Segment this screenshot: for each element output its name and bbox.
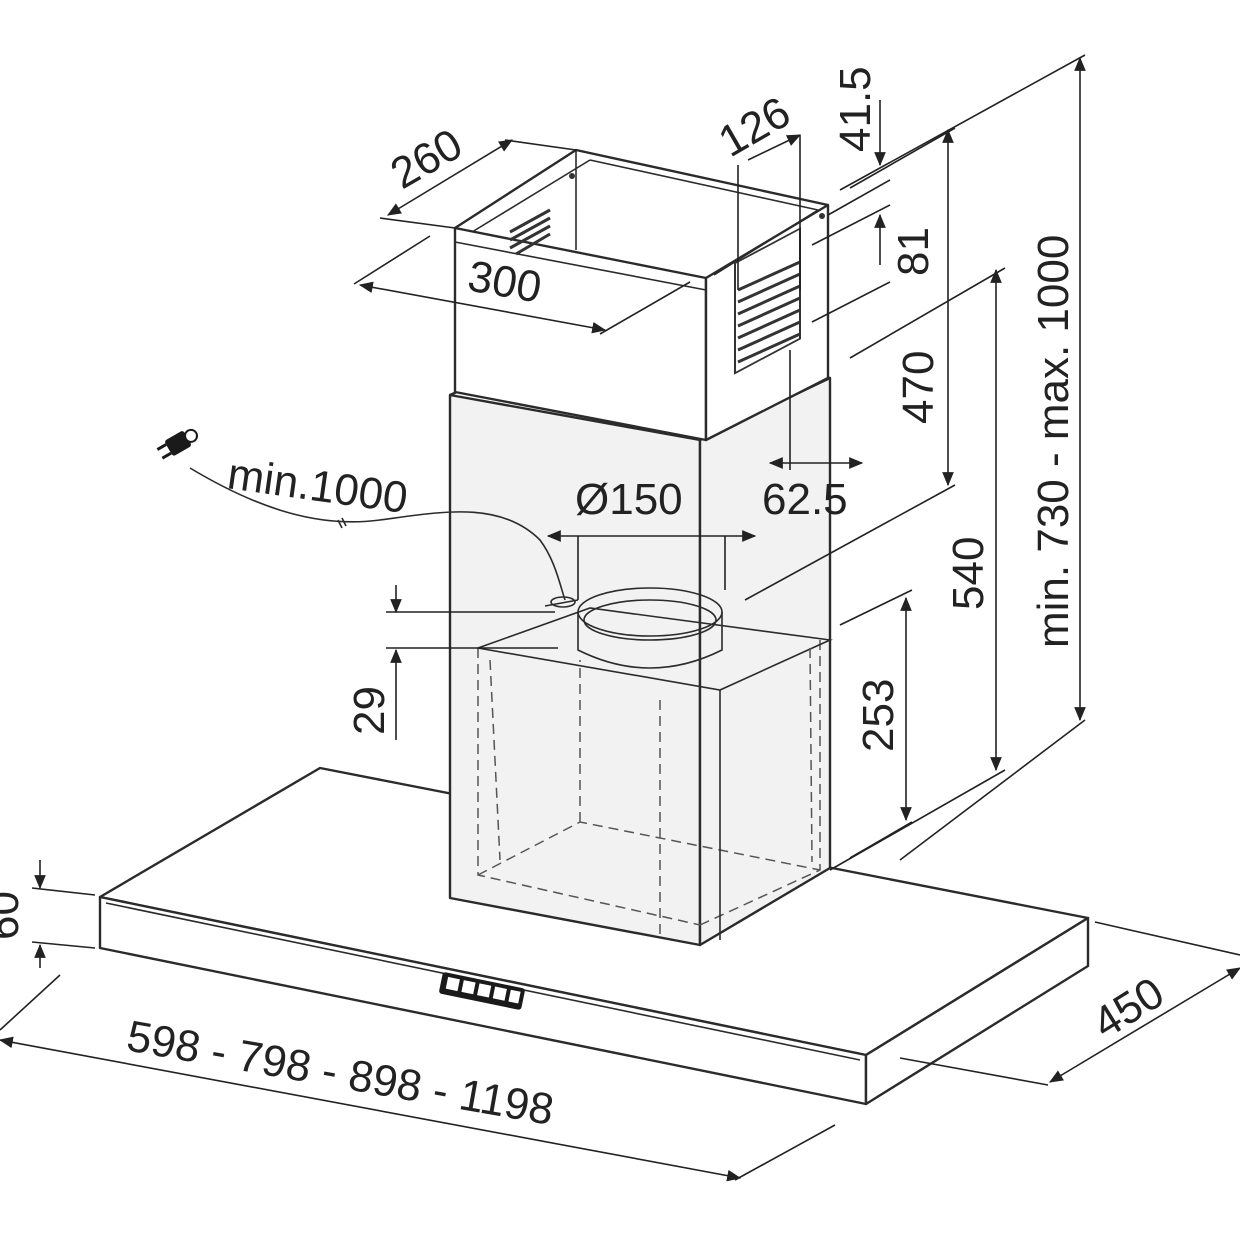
lower-chimney [448, 336, 833, 947]
upper-chimney [453, 148, 830, 442]
label-lower-chimney: 540 [944, 537, 993, 610]
label-canopy-widths: 598 - 798 - 898 - 1198 [123, 1012, 557, 1135]
duct-collar [544, 587, 723, 669]
label-canopy-depth: 450 [1084, 968, 1172, 1048]
label-upper-chimney: 470 [894, 351, 943, 424]
back-grille [509, 208, 551, 256]
label-cable-length: min.1000 [225, 449, 411, 523]
label-grille-height: 81 [889, 227, 938, 276]
motor-housing [474, 607, 833, 940]
dimension-lines [0, 54, 1240, 1182]
label-grille-offset: 126 [711, 88, 799, 167]
label-total-height: min. 730 - max. 1000 [1029, 235, 1078, 648]
label-collar-height: 29 [345, 686, 394, 735]
label-top-gap: 41.5 [831, 66, 880, 152]
power-plug-icon [156, 428, 199, 460]
label-motor-height: 253 [854, 679, 903, 752]
side-grille [734, 227, 801, 375]
label-duct-diameter: Ø150 [575, 475, 683, 524]
control-buttons-icon [439, 972, 525, 1010]
canopy-side-face [864, 916, 1090, 1106]
label-canopy-height: 60 [0, 891, 28, 940]
label-depth-top: 260 [383, 120, 471, 199]
label-grille-depth: 62.5 [762, 475, 848, 524]
power-cable [156, 428, 566, 601]
